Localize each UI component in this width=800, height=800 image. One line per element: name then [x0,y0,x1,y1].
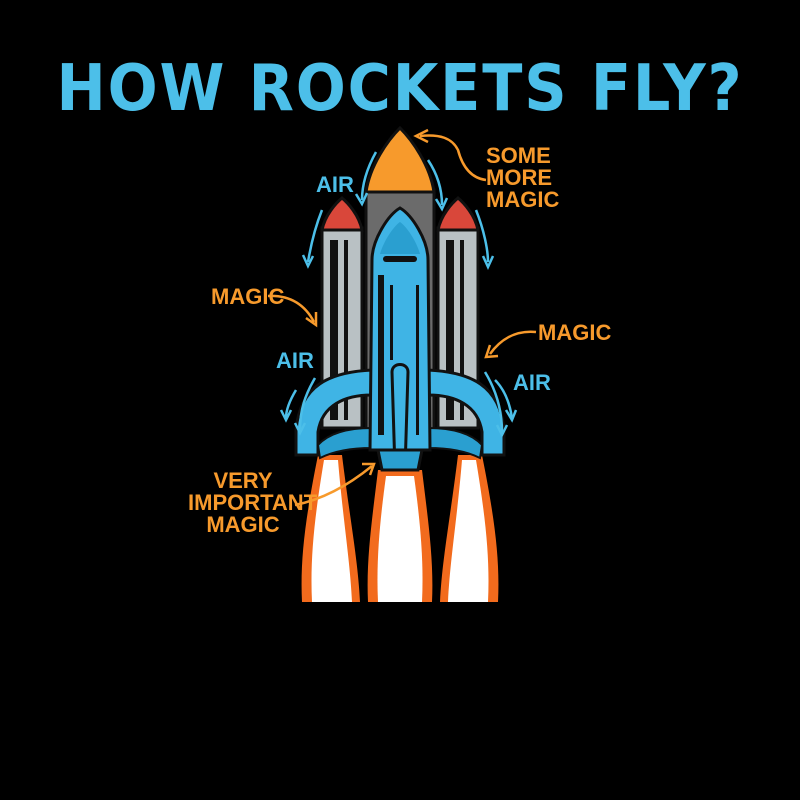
label-line: MAGIC [486,187,560,212]
label-line: MAGIC [206,512,280,537]
label-magic-right: MAGIC [538,320,612,345]
label-air-top-left: AIR [316,172,354,197]
magic-arrows-icon [267,128,537,507]
air-arrows-icon [279,151,518,438]
label-magic-left: MAGIC [211,284,285,309]
shuttle-body [368,206,432,472]
flames-icon [301,455,499,602]
label-air-left: AIR [276,348,314,373]
shuttle-wings [294,368,506,460]
label-air-right: AIR [513,370,551,395]
label-line: MORE [486,165,552,190]
label-some-more-magic: SOME MORE MAGIC [486,143,560,212]
label-line: VERY [213,468,273,493]
label-line: SOME [486,143,551,168]
page-title: HOW ROCKETS FLY? [56,52,744,126]
label-very-important-magic: VERY IMPORTANT MAGIC [188,468,318,537]
label-line: IMPORTANT [188,490,318,515]
